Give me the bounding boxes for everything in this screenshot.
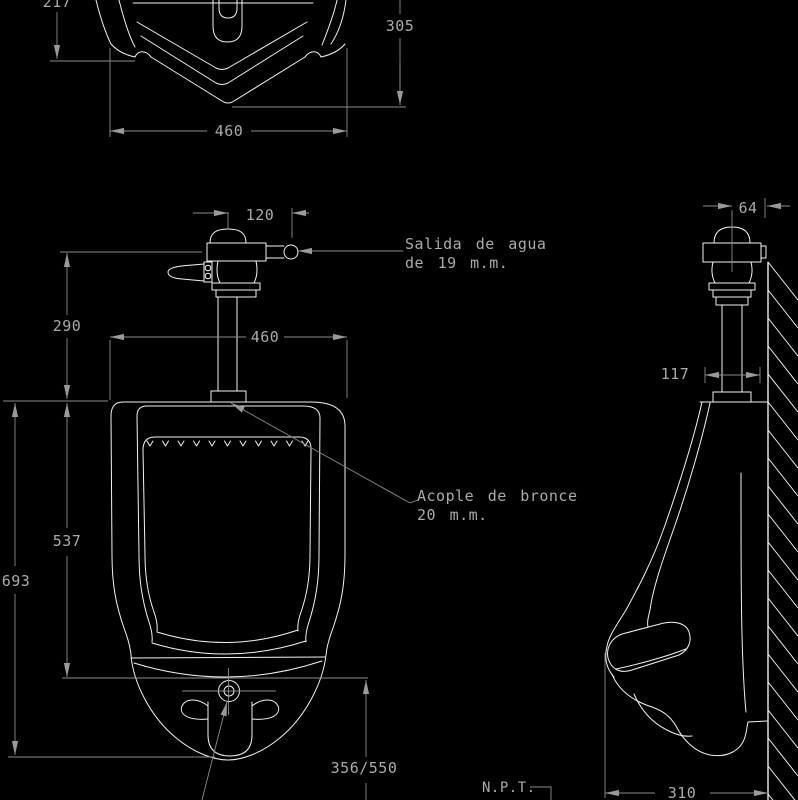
front-view (110, 228, 346, 761)
side-lip (607, 621, 691, 672)
dim-460-top-ext (109, 48, 348, 137)
valve-handle-pin1 (204, 264, 212, 272)
valve-taper (216, 260, 258, 284)
front-trap-wing-left (180, 699, 209, 720)
side-bowl-inner (633, 693, 693, 737)
front-lip-back-edge (130, 656, 326, 659)
valve-dome (209, 228, 247, 244)
note-water-outlet-2: de 19 m.m. (405, 254, 508, 272)
dim-117-label: 117 (661, 365, 690, 383)
plan-view (95, 0, 347, 104)
side-valve-spud (712, 391, 752, 403)
front-outer-outline (110, 401, 346, 656)
front-trap-wing-right (251, 699, 280, 720)
side-valve-pipe (721, 304, 743, 393)
valve-spud (210, 390, 247, 403)
side-body (605, 401, 768, 757)
plan-bowl-contour-1 (136, 21, 308, 70)
dim-120-ticks (227, 208, 293, 238)
side-lip-inner (615, 648, 687, 670)
floor-level-label: N.P.T. (482, 780, 536, 796)
dim-117-ticks (704, 367, 761, 383)
dim-693-label: 693 (2, 572, 31, 590)
side-front-inner (647, 402, 711, 628)
side-flush-valve (702, 226, 767, 403)
dim-217-label: 217 (43, 0, 72, 11)
spreader-holes (146, 440, 309, 447)
side-valve-coupling (708, 282, 756, 306)
dim-64-label: 64 (738, 199, 757, 217)
side-valve-body (702, 242, 762, 263)
dim-460-top-label: 460 (215, 122, 244, 140)
plan-right-band (321, 0, 347, 46)
leader-coupling-tail (409, 499, 419, 504)
front-lip-front-edge (133, 660, 323, 678)
side-view (605, 226, 768, 757)
valve-body (206, 242, 267, 262)
front-rim-bottom (151, 640, 307, 655)
front-basin-bottom (156, 629, 299, 644)
wall-section (767, 261, 798, 800)
plan-right-corner (304, 43, 346, 58)
front-basin-outline (142, 436, 312, 632)
plan-left-corner (110, 43, 152, 58)
dim-120-label: 120 (246, 206, 275, 224)
valve-pipe (217, 296, 238, 392)
note-coupling-1: Acople de bronce (417, 487, 578, 505)
dim-460-front-label: 460 (251, 328, 280, 346)
side-valve-taper (711, 261, 753, 284)
valve-arm (265, 245, 285, 259)
plan-left-band (95, 0, 136, 48)
floor-level-leader (530, 786, 552, 800)
note-water-outlet-1: Salida de agua (405, 235, 546, 253)
dim-310-label: 310 (668, 784, 697, 800)
wall-hatch (767, 261, 798, 800)
plan-dimensions: 217 305 460 (43, 0, 415, 140)
plan-bowl-contour-2 (140, 35, 304, 85)
plan-drain-outer (212, 0, 243, 43)
side-back-line (740, 472, 747, 713)
dim-305-label: 305 (386, 17, 415, 35)
drain-centermark (182, 668, 276, 715)
side-front-outer (605, 401, 703, 678)
side-bowl-outer (611, 673, 768, 757)
plan-drain-inner (218, 0, 238, 19)
front-dimensions: 120 Salida de agua de 19 m.m. 290 460 Ac… (2, 206, 578, 800)
plan-front-v-edge (150, 56, 306, 104)
leader-coupling (230, 402, 411, 504)
front-rim-outline (136, 405, 321, 643)
valve-handle-mount (203, 261, 213, 283)
dim-460-front-ext (109, 340, 348, 400)
dim-356-label: 356/550 (331, 759, 398, 777)
side-valve-stub (760, 245, 767, 259)
note-coupling-2: 20 m.m. (417, 506, 488, 524)
dim-290-label: 290 (53, 317, 82, 335)
front-skirt (130, 654, 327, 761)
dim-64-ext (731, 198, 766, 272)
front-body (110, 401, 346, 761)
leader-drain (201, 701, 228, 800)
valve-arm-end (283, 244, 299, 260)
dim-537-label: 537 (53, 532, 82, 550)
valve-coupling (211, 282, 261, 298)
front-trap (207, 701, 253, 757)
front-flush-valve (167, 228, 299, 403)
valve-handle-pin2 (204, 272, 212, 280)
side-dimensions: 64 117 310 N.P.T. (482, 198, 790, 800)
valve-handle-lever (167, 263, 205, 282)
